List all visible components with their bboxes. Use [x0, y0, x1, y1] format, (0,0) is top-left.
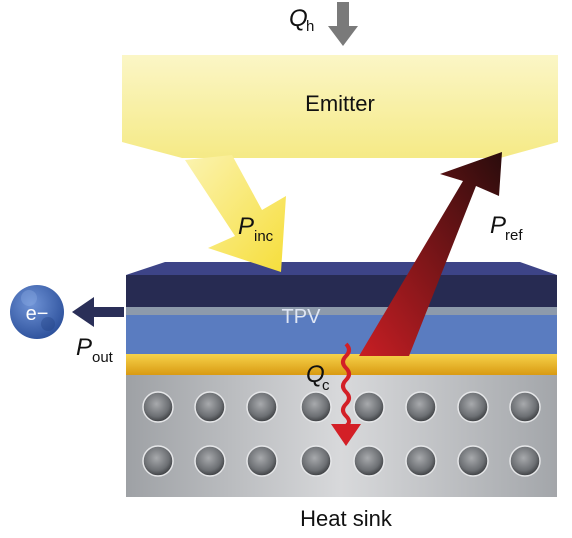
- cooling-hole: [142, 391, 174, 423]
- cooling-hole: [194, 445, 226, 477]
- cooling-hole: [142, 445, 174, 477]
- cooling-hole: [353, 445, 385, 477]
- q-c-label: Q: [306, 361, 325, 388]
- cooling-hole: [457, 445, 489, 477]
- p-inc-subscript: inc: [254, 228, 274, 245]
- q-h-subscript: h: [306, 18, 314, 35]
- cooling-hole: [300, 391, 332, 423]
- q-c-arrow: [331, 342, 361, 446]
- cooling-hole: [509, 391, 541, 423]
- tpv-cell: [126, 262, 557, 354]
- q-h-arrow: [328, 2, 358, 46]
- p-ref-label: P: [490, 212, 506, 239]
- cooling-hole: [509, 445, 541, 477]
- cooling-hole: [246, 391, 278, 423]
- cooling-hole: [457, 391, 489, 423]
- q-c-subscript: c: [322, 377, 330, 394]
- cooling-hole: [405, 445, 437, 477]
- p-ref-arrow: [359, 152, 502, 356]
- cooling-hole: [300, 445, 332, 477]
- emitter-block: [122, 55, 558, 158]
- heat-sink-holes: [142, 391, 541, 477]
- p-out-label: P: [76, 334, 92, 361]
- tpv-label: TPV: [282, 306, 322, 328]
- cooling-hole: [194, 391, 226, 423]
- cooling-hole: [246, 445, 278, 477]
- electron-label: e−: [26, 303, 49, 325]
- emitter-label: Emitter: [305, 91, 375, 116]
- cooling-hole: [353, 391, 385, 423]
- heat-sink-label: Heat sink: [300, 506, 393, 531]
- p-out-arrow: [72, 297, 124, 327]
- cooling-hole: [405, 391, 437, 423]
- q-h-label: Q: [289, 5, 308, 32]
- p-ref-subscript: ref: [505, 227, 523, 244]
- p-inc-arrow: [185, 155, 286, 272]
- p-out-subscript: out: [92, 349, 114, 366]
- p-inc-label: P: [238, 213, 254, 240]
- electron-icon: [10, 285, 64, 339]
